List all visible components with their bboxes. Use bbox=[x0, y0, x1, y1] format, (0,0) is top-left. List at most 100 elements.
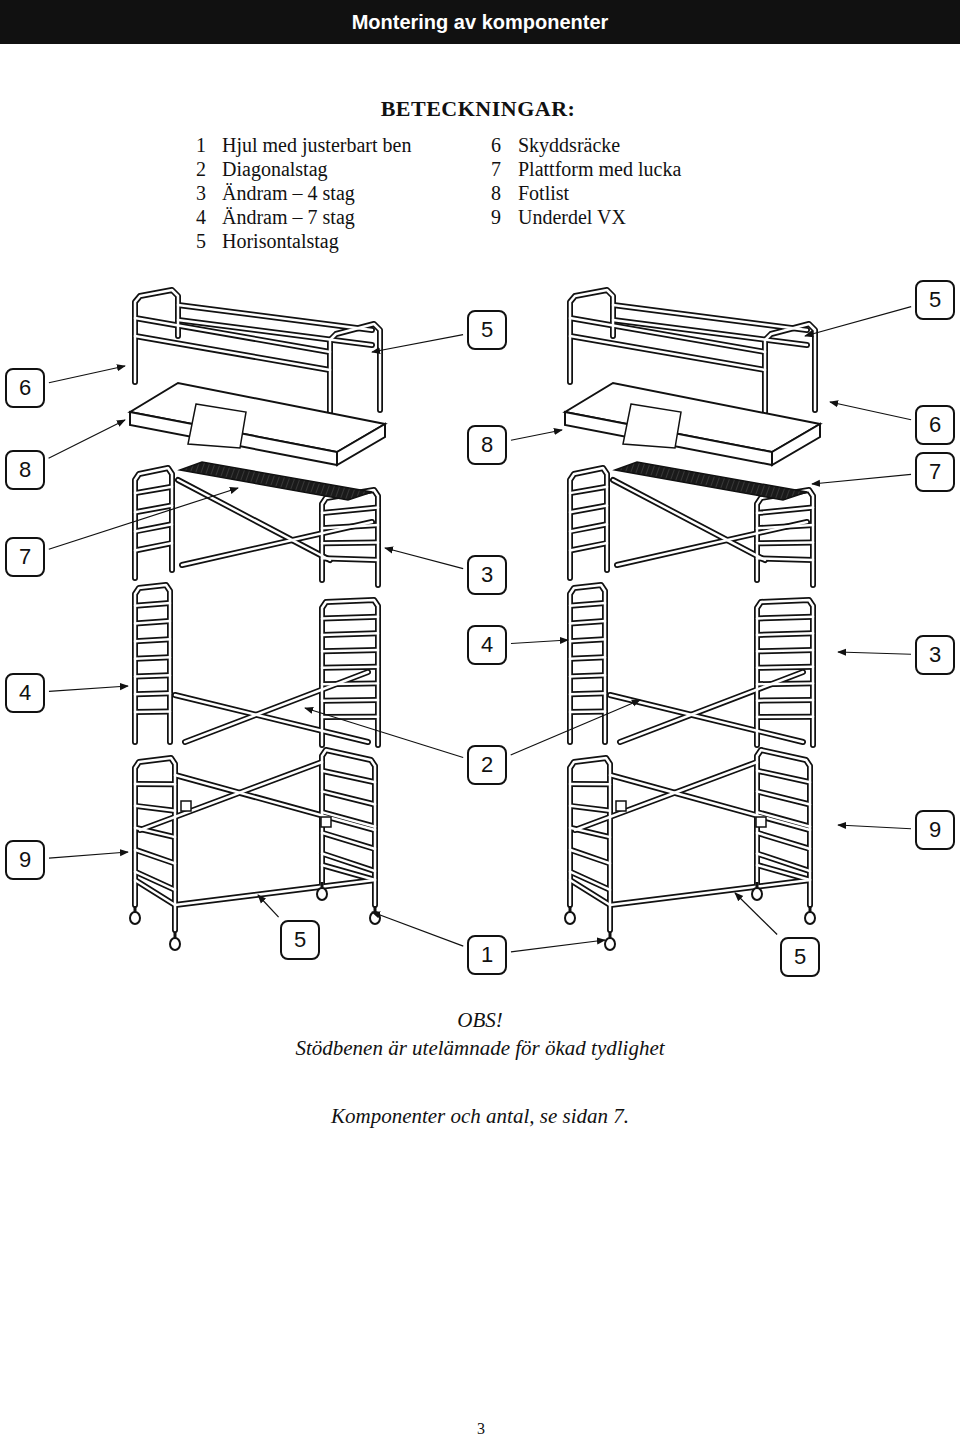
tube-highlight bbox=[135, 675, 170, 676]
tube bbox=[135, 690, 170, 697]
tube-highlight bbox=[757, 833, 810, 849]
tube-highlight bbox=[322, 833, 375, 849]
tube bbox=[135, 621, 170, 623]
tube bbox=[570, 506, 607, 513]
tube bbox=[322, 633, 378, 635]
legend-number-holder: 2 bbox=[196, 158, 206, 181]
callout-box: 8 bbox=[467, 425, 507, 465]
tube-highlight bbox=[135, 850, 175, 864]
tube bbox=[135, 468, 172, 578]
tube-highlight bbox=[575, 762, 757, 830]
tube-highlight bbox=[135, 639, 170, 641]
callout-box: 3 bbox=[467, 555, 507, 595]
callout-number: 1 bbox=[481, 942, 493, 968]
tube-highlight bbox=[757, 507, 813, 513]
callout-number: 5 bbox=[294, 927, 306, 953]
leader-line bbox=[49, 852, 128, 858]
tube bbox=[757, 633, 813, 635]
legend-number-holder: 5 bbox=[196, 230, 206, 253]
tube-highlight bbox=[757, 541, 813, 544]
hatch-flap bbox=[623, 404, 681, 448]
legend-number-holder: 6 bbox=[491, 134, 501, 157]
callout-number: 8 bbox=[481, 432, 493, 458]
tube-highlight bbox=[135, 710, 170, 713]
leader-line bbox=[49, 488, 238, 549]
legend-number: 7 bbox=[491, 158, 501, 180]
tube-highlight bbox=[570, 850, 610, 864]
note-heading-holder: OBS! bbox=[457, 1008, 503, 1033]
tube bbox=[570, 758, 610, 930]
tube bbox=[135, 585, 170, 742]
tube-highlight bbox=[135, 318, 330, 352]
part-name: Diagonalstag bbox=[222, 158, 328, 180]
tube-highlight bbox=[570, 585, 605, 742]
toe-board bbox=[337, 424, 385, 465]
legend-number: 8 bbox=[491, 182, 501, 204]
tube-highlight bbox=[570, 657, 605, 659]
tube bbox=[140, 762, 322, 830]
tube-highlight bbox=[610, 775, 810, 830]
legend-heading: BETECKNINGAR: bbox=[381, 96, 576, 121]
tube bbox=[570, 657, 605, 659]
part-name-holder: Ändram – 7 stag bbox=[222, 206, 355, 229]
legend-number-holder: 4 bbox=[196, 206, 206, 229]
tube-highlight bbox=[757, 699, 813, 702]
leader-line bbox=[812, 474, 911, 484]
callout-number: 3 bbox=[929, 642, 941, 668]
legend-number: 5 bbox=[196, 230, 206, 252]
part-name: Underdel VX bbox=[518, 206, 626, 228]
tube bbox=[135, 806, 175, 811]
tube bbox=[322, 650, 378, 651]
page-number-holder: 3 bbox=[477, 1420, 485, 1438]
tube-highlight bbox=[570, 318, 765, 352]
legend-number-holder: 7 bbox=[491, 158, 501, 181]
tube-highlight bbox=[175, 880, 375, 905]
tube-highlight bbox=[757, 715, 813, 718]
tube bbox=[570, 639, 605, 641]
callout-number: 4 bbox=[19, 680, 31, 706]
tube-highlight bbox=[570, 468, 607, 578]
note-text-holder: Stödbenen är utelämnade för ökad tydligh… bbox=[295, 1036, 664, 1061]
leader-line bbox=[838, 652, 911, 654]
reference-note: Komponenter och antal, se sidan 7. bbox=[331, 1104, 629, 1128]
tube bbox=[757, 539, 813, 546]
tube bbox=[322, 507, 378, 513]
tube-highlight bbox=[570, 675, 605, 676]
tube-highlight bbox=[570, 543, 607, 550]
wheel bbox=[752, 888, 762, 900]
callout-box: 5 bbox=[780, 937, 820, 977]
part-name: Hjul med justerbart ben bbox=[222, 134, 411, 156]
tube bbox=[322, 714, 378, 720]
reference-note-holder: Komponenter och antal, se sidan 7. bbox=[331, 1104, 629, 1129]
leader-line bbox=[385, 548, 463, 569]
tube-highlight bbox=[757, 682, 813, 685]
part-name-holder: Ändram – 4 stag bbox=[222, 182, 355, 205]
tube bbox=[135, 675, 170, 676]
callout-box: 4 bbox=[5, 673, 45, 713]
tube-highlight bbox=[757, 650, 813, 651]
tube-highlight bbox=[140, 762, 322, 830]
brace-clamp bbox=[321, 817, 331, 827]
callout-number: 2 bbox=[481, 752, 493, 778]
tube-highlight bbox=[135, 657, 170, 659]
wheel bbox=[605, 938, 615, 950]
leader-line bbox=[511, 430, 562, 440]
tube bbox=[570, 781, 610, 787]
tube bbox=[135, 657, 170, 659]
tube-highlight bbox=[322, 812, 375, 827]
tube bbox=[570, 621, 605, 623]
tube bbox=[757, 490, 813, 585]
part-name-holder: Hjul med justerbart ben bbox=[222, 134, 411, 157]
tube-highlight bbox=[757, 791, 810, 804]
tube bbox=[757, 617, 813, 619]
tube bbox=[135, 758, 175, 930]
callout-number: 4 bbox=[481, 632, 493, 658]
leader-line bbox=[511, 640, 568, 644]
legend-number-holder: 3 bbox=[196, 182, 206, 205]
leader-line bbox=[372, 912, 463, 946]
tube bbox=[757, 667, 813, 668]
leader-line bbox=[49, 366, 125, 383]
platform-deck bbox=[615, 462, 807, 500]
wheel bbox=[170, 938, 180, 950]
page-title: Montering av komponenter bbox=[352, 11, 609, 33]
